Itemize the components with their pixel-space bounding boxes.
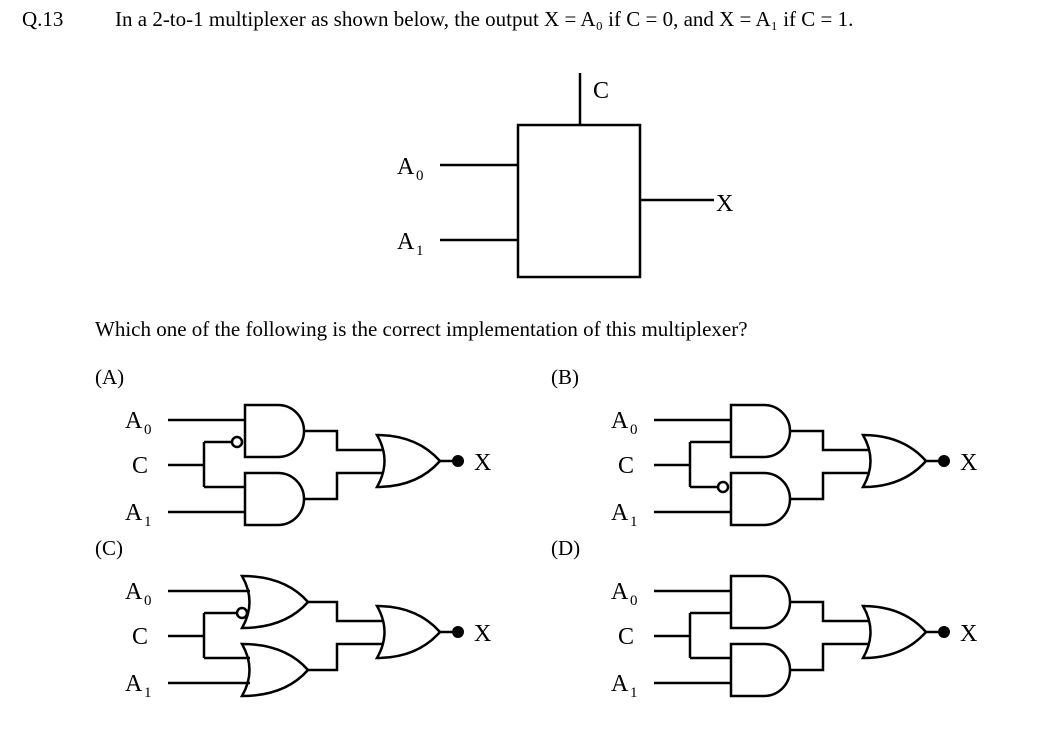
svg-text:A: A [611, 579, 629, 605]
svg-text:C: C [132, 453, 148, 479]
and-gate-bottom [243, 471, 306, 527]
svg-text:A: A [125, 671, 143, 697]
svg-text:1: 1 [144, 685, 152, 701]
option-c-circuit[interactable]: A 0 C A 1 X [120, 566, 540, 716]
or-gate [860, 604, 928, 660]
or-gate [374, 433, 442, 489]
option-d-circuit[interactable]: A 0 C A 1 X [606, 566, 1026, 716]
or-gate-bottom [239, 642, 310, 698]
question-prompt: Which one of the following is the correc… [95, 317, 748, 341]
option-b-label[interactable]: (B) [551, 365, 579, 389]
input-0-subscript: 0 [416, 168, 424, 184]
svg-text:A: A [611, 408, 629, 434]
option-d-label[interactable]: (D) [551, 536, 581, 560]
output-node [452, 455, 464, 467]
svg-text:0: 0 [630, 422, 638, 438]
svg-text:C: C [132, 624, 148, 650]
svg-text:1: 1 [144, 514, 152, 530]
svg-text:C: C [618, 453, 634, 479]
and-gate-top [729, 574, 792, 630]
mux-box [516, 123, 642, 279]
input-1-label: A [397, 229, 415, 255]
option-a-circuit[interactable]: A 0 C A 1 X [120, 395, 540, 545]
and-gate-bottom [729, 642, 792, 698]
svg-text:A: A [611, 500, 629, 526]
or-gate [374, 604, 442, 660]
input-0-label: A [397, 154, 415, 180]
inverter-bubble [716, 480, 730, 494]
question-text: In a 2-to-1 multiplexer as shown below, … [115, 7, 854, 31]
svg-text:A: A [611, 671, 629, 697]
svg-text:A: A [125, 500, 143, 526]
svg-text:0: 0 [144, 593, 152, 609]
inverter-bubble [235, 606, 249, 620]
svg-text:A: A [125, 408, 143, 434]
svg-text:A: A [125, 579, 143, 605]
svg-text:X: X [960, 621, 977, 647]
and-gate-top [729, 403, 792, 459]
input-1-subscript: 1 [416, 243, 424, 259]
output-node [452, 626, 464, 638]
svg-text:C: C [618, 624, 634, 650]
or-gate-top [239, 574, 310, 630]
svg-text:0: 0 [144, 422, 152, 438]
svg-text:X: X [474, 621, 491, 647]
svg-text:0: 0 [630, 593, 638, 609]
question-number: Q.13 [22, 7, 64, 31]
svg-text:1: 1 [630, 514, 638, 530]
and-gate-top [243, 403, 306, 459]
select-label: C [593, 78, 609, 104]
output-node [938, 455, 950, 467]
output-node [938, 626, 950, 638]
option-c-label[interactable]: (C) [95, 536, 123, 560]
svg-text:1: 1 [630, 685, 638, 701]
option-b-circuit[interactable]: A 0 C A 1 X [606, 395, 1026, 545]
svg-text:X: X [474, 450, 491, 476]
output-label: X [716, 191, 733, 217]
or-gate [860, 433, 928, 489]
option-a-label[interactable]: (A) [95, 365, 125, 389]
multiplexer-block-diagram: C A 0 A 1 X [397, 73, 733, 279]
inverter-bubble [230, 435, 244, 449]
and-gate-bottom [729, 471, 792, 527]
svg-text:X: X [960, 450, 977, 476]
